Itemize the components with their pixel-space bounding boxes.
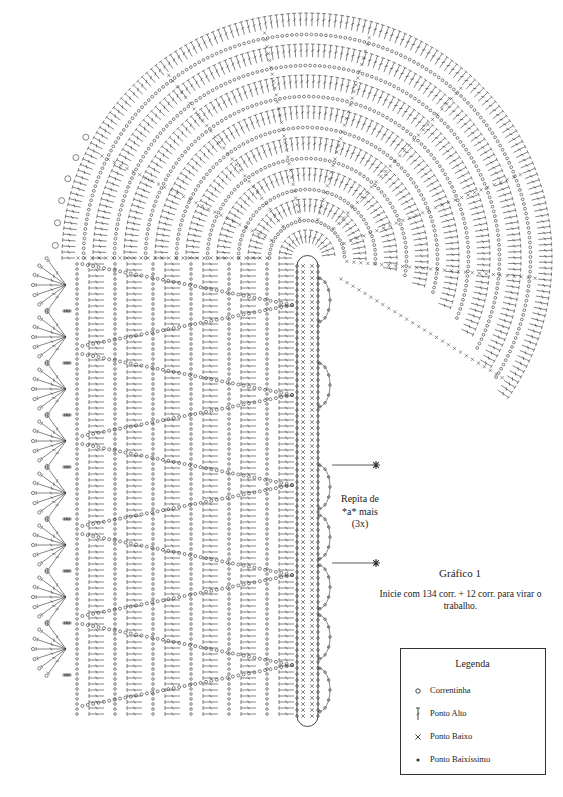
- chart-title: Gráfico 1: [410, 567, 510, 581]
- foundation-chain: [297, 256, 318, 727]
- legend-title: Legenda: [430, 658, 515, 671]
- chain-row: [52, 33, 532, 378]
- single-crochet: [301, 264, 314, 718]
- double-crochet-row: [62, 13, 552, 399]
- repeat-marker: [372, 559, 380, 567]
- chain-stitch: [296, 265, 320, 718]
- legend-symbol: [416, 708, 420, 720]
- repeat-note: Repita de *a* mais (3x): [336, 493, 384, 531]
- start-note: Inicie com 134 corr. + 12 corr. para vir…: [378, 589, 543, 613]
- repeat-marker: [372, 461, 380, 469]
- legend-label: Ponto Alto: [430, 708, 540, 719]
- legend-symbol: [416, 758, 419, 761]
- chain-column: [76, 263, 294, 716]
- scallop-stitch: [36, 260, 66, 675]
- picot: [31, 257, 71, 678]
- legend-symbol: [415, 734, 420, 739]
- repeat-leader: [332, 563, 372, 564]
- legend-label: Correntinha: [430, 685, 540, 696]
- edge-loop: [318, 277, 331, 713]
- repeat-leader: [332, 465, 372, 466]
- legend-label: Ponto Baixo: [430, 731, 540, 742]
- legend-label: Ponto Baixíssimo: [430, 754, 540, 765]
- single-crochet-spoke: [76, 31, 536, 379]
- legend-symbol: [416, 689, 420, 693]
